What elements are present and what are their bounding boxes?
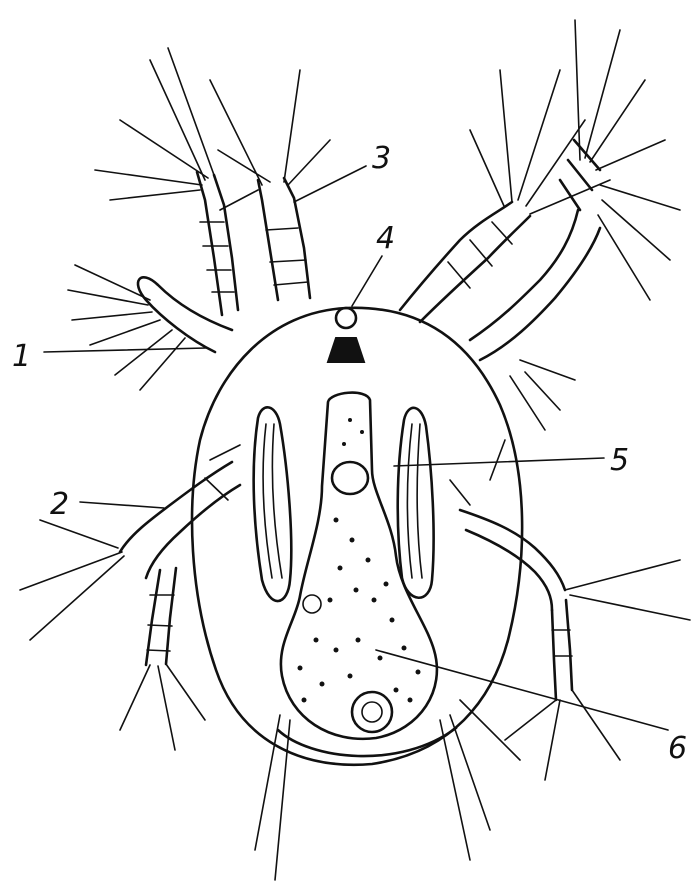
leg-front-left-outer bbox=[68, 48, 238, 390]
stomach-bubble bbox=[332, 462, 368, 494]
body bbox=[192, 308, 522, 765]
nucleus bbox=[352, 692, 392, 732]
callout-4: 4 bbox=[376, 221, 395, 256]
callout-1: 1 bbox=[12, 339, 31, 374]
leader-line-6 bbox=[376, 650, 668, 730]
callout-5: 5 bbox=[610, 443, 629, 478]
leader-lines bbox=[44, 166, 668, 730]
callout-6: 6 bbox=[668, 731, 687, 766]
mouthpart-base bbox=[328, 338, 364, 362]
callout-3: 3 bbox=[372, 141, 391, 176]
mouthpart bbox=[328, 308, 364, 362]
leader-line-3 bbox=[294, 166, 366, 202]
callout-2: 2 bbox=[50, 487, 69, 522]
leader-line-5 bbox=[394, 458, 604, 466]
leader-line-2 bbox=[80, 502, 164, 508]
oesophagus bbox=[281, 393, 437, 739]
body-outline bbox=[192, 308, 522, 765]
gut bbox=[281, 393, 437, 739]
legs bbox=[20, 20, 690, 880]
leg-rear-right bbox=[450, 440, 690, 780]
leader-line-1 bbox=[44, 348, 206, 352]
lateral-tubes bbox=[254, 407, 434, 601]
rear-setae bbox=[255, 700, 520, 880]
gut-granules bbox=[298, 418, 421, 703]
leg-front-left-inner bbox=[210, 70, 330, 300]
right-tube bbox=[398, 408, 434, 598]
leader-line-4 bbox=[352, 256, 382, 306]
callout-labels: 1 2 3 4 5 6 bbox=[12, 141, 687, 766]
